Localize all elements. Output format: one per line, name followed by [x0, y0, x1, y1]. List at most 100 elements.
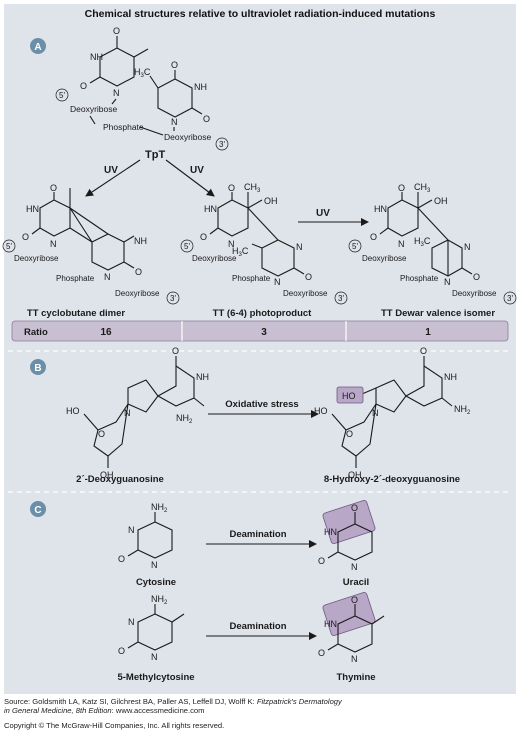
five-prime-circle — [2, 239, 16, 253]
atom-o: O — [370, 232, 377, 242]
ch3-label: CH3 — [414, 182, 431, 194]
reaction-label: Deamination — [229, 621, 286, 632]
nh2-label: NH2 — [151, 502, 168, 514]
tpt-thymine-lower — [149, 70, 203, 118]
atom-n: N — [372, 408, 379, 418]
nh2-label: NH2 — [151, 594, 168, 606]
atom-o: O — [98, 429, 105, 439]
atom-n: N — [398, 239, 405, 249]
dewar-isomer-structure — [379, 192, 473, 277]
section-badge — [30, 38, 46, 54]
atom-nh: NH — [90, 52, 103, 62]
cyclobutane-dimer-structure — [31, 188, 135, 271]
atom-o: O — [203, 114, 210, 124]
five-prime-label: 5' — [184, 242, 190, 251]
compound-name: 8-Hydroxy-2´-deoxyguanosine — [324, 474, 460, 485]
atom-n: N — [296, 242, 303, 252]
three-prime-circle — [503, 291, 517, 305]
atom-o: O — [318, 648, 325, 658]
atom-hn: HN — [26, 204, 39, 214]
nh2-label: NH2 — [176, 413, 193, 425]
atom-n: N — [444, 277, 451, 287]
three-prime-circle — [215, 137, 229, 151]
atom-n: N — [124, 408, 131, 418]
atom-o: O — [118, 646, 125, 656]
section-badge-label: B — [34, 363, 41, 374]
reaction-label: Oxidative stress — [225, 399, 298, 410]
section-a: A O NH O N 5' Deoxyribose O NH O N H3C P… — [2, 26, 517, 342]
atom-o: O — [228, 183, 235, 193]
atom-n: N — [464, 242, 471, 252]
phosphate-label: Phosphate — [232, 274, 271, 283]
atom-n: N — [151, 560, 158, 570]
atom-o: O — [118, 554, 125, 564]
atom-o: O — [398, 183, 405, 193]
deoxyguanosine-structure — [83, 356, 205, 468]
five-prime-circle — [180, 239, 194, 253]
atom-n: N — [151, 652, 158, 662]
atom-oh: OH — [264, 196, 278, 206]
deoxyribose-label: Deoxyribose — [70, 104, 118, 114]
atom-o: O — [351, 503, 358, 513]
compound-name: 2´-Deoxyguanosine — [76, 474, 164, 485]
atom-oh: OH — [348, 470, 362, 480]
methylcytosine-structure — [127, 604, 185, 651]
three-prime-label: 3' — [507, 294, 513, 303]
five-prime-label: 5' — [352, 242, 358, 251]
reaction-arrow — [85, 159, 141, 197]
atom-ho: HO — [314, 406, 328, 416]
atom-o: O — [50, 183, 57, 193]
atom-nh: NH — [196, 372, 209, 382]
section-badge-label: A — [34, 42, 41, 53]
atom-ho: HO — [66, 406, 80, 416]
source-prefix: Source: Goldsmith LA, Katz SI, Gilchrest… — [4, 697, 257, 706]
section-badge — [30, 359, 46, 375]
phosphate-label: Phosphate — [56, 274, 95, 283]
deoxyribose-label: Deoxyribose — [192, 254, 237, 263]
deoxyribose-label: Deoxyribose — [362, 254, 407, 263]
atom-hn: HN — [204, 204, 217, 214]
five-prime-label: 5' — [6, 242, 12, 251]
figure-title: Chemical structures relative to ultravio… — [84, 8, 436, 20]
compound-name: 5-Methylcytosine — [117, 672, 194, 683]
atom-n: N — [351, 562, 358, 572]
figure-panel — [4, 4, 516, 694]
atom-ho: HO — [342, 391, 356, 401]
atom-n: N — [104, 272, 111, 282]
source-book-title: Fitzpatrick's Dermatology — [256, 697, 342, 706]
atom-o: O — [351, 595, 358, 605]
phosphate-label: Phosphate — [103, 122, 144, 132]
uv-label: UV — [190, 165, 204, 176]
atom-oh: OH — [100, 470, 114, 480]
section-badge — [30, 501, 46, 517]
atom-n: N — [228, 239, 235, 249]
atom-oh: OH — [434, 196, 448, 206]
atom-hn: HN — [324, 527, 337, 537]
reaction-arrow — [165, 159, 215, 197]
source-book-edition: in General Medicine, 8th Edition — [4, 706, 112, 715]
section-b: B O NH NH2 N O HO OH Oxidative stress — [30, 346, 471, 485]
atom-n: N — [128, 617, 135, 627]
atom-o: O — [420, 346, 427, 356]
atom-nh: NH — [194, 82, 207, 92]
ratio-value: 16 — [100, 327, 112, 338]
reaction-label: Deamination — [229, 529, 286, 540]
atom-nh: NH — [134, 236, 147, 246]
phosphate-label: Phosphate — [400, 274, 439, 283]
three-prime-label: 3' — [219, 140, 225, 149]
source-url: : www.accessmedicine.com — [111, 706, 205, 715]
carbonyl-highlight — [322, 592, 376, 636]
five-prime-circle — [55, 88, 69, 102]
ratio-value: 3 — [261, 327, 267, 338]
atom-o: O — [305, 272, 312, 282]
carbonyl-highlight — [322, 500, 376, 544]
atom-o: O — [318, 556, 325, 566]
atom-n: N — [274, 277, 281, 287]
three-prime-label: 3' — [170, 294, 176, 303]
tpt-thymine-upper — [89, 36, 149, 87]
atom-hn: HN — [374, 204, 387, 214]
deoxyribose-label: Deoxyribose — [115, 289, 160, 298]
five-prime-label: 5' — [59, 91, 65, 100]
atom-o: O — [172, 346, 179, 356]
product-name: TT cyclobutane dimer — [27, 308, 125, 319]
